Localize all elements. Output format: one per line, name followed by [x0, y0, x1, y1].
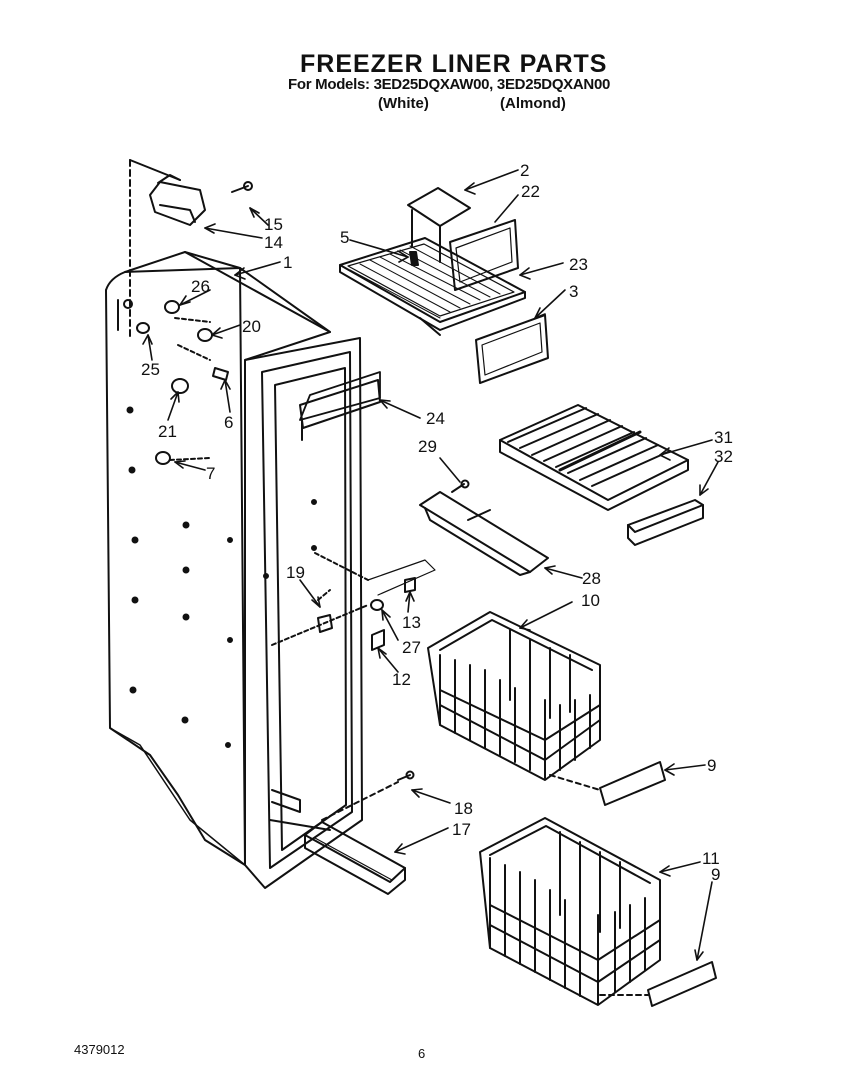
callout-2: 2 [520, 161, 529, 180]
models-line: For Models: 3ED25DQXAW00, 3ED25DQXAN00 [288, 76, 611, 93]
callout-6: 6 [224, 413, 233, 432]
callout-29: 29 [418, 437, 437, 456]
small-parts-cluster [123, 299, 229, 465]
basket-part-10 [427, 611, 601, 781]
callout-32: 32 [714, 447, 733, 466]
basket-part-11 [479, 817, 661, 1006]
callout-7: 7 [206, 464, 215, 483]
trim-part-32 [627, 499, 704, 546]
callout-26: 26 [191, 277, 210, 296]
callout-31: 31 [714, 428, 733, 447]
small-parts-lower [271, 552, 436, 651]
callout-25: 25 [141, 360, 160, 379]
wire-shelf-part-31 [499, 404, 689, 511]
callout-9-lower: 9 [711, 865, 720, 884]
screw-part-15 [231, 181, 253, 193]
callout-14: 14 [264, 233, 283, 252]
handle-part-14 [149, 174, 206, 226]
bracket-part-28 [419, 491, 549, 576]
screw-part-18 [321, 770, 415, 821]
callout-21: 21 [158, 422, 177, 441]
document-number: 4379012 [74, 1042, 125, 1057]
variant-almond-label: (Almond) [500, 95, 566, 112]
diagram-header: FREEZER LINER PARTS For Models: 3ED25DQX… [0, 0, 864, 120]
callout-1: 1 [283, 253, 292, 272]
callout-9-upper: 9 [707, 756, 716, 775]
trim-part-9-lower [599, 961, 717, 1007]
callout-22: 22 [521, 182, 540, 201]
callout-28: 28 [582, 569, 601, 588]
callout-18: 18 [454, 799, 473, 818]
callout-19: 19 [286, 563, 305, 582]
upper-shelf-assembly [339, 187, 549, 384]
freezer-liner-part [105, 159, 381, 889]
callout-11: 11 [702, 849, 720, 868]
callout-24: 24 [426, 409, 445, 428]
variant-white-label: (White) [378, 95, 429, 112]
leader-lines [142, 169, 719, 961]
callout-15: 15 [264, 215, 283, 234]
callout-27: 27 [402, 638, 421, 657]
callout-3: 3 [569, 282, 578, 301]
callout-10: 10 [581, 591, 600, 610]
callout-numbers: 1 2 3 5 6 7 9 9 10 11 12 13 14 15 17 18 … [141, 161, 733, 884]
page-title: FREEZER LINER PARTS [300, 50, 608, 78]
trim-part-17 [304, 821, 406, 895]
screw-part-29 [451, 479, 470, 493]
callout-12: 12 [392, 670, 411, 689]
page-number: 6 [418, 1046, 426, 1061]
trim-part-9-upper [549, 761, 666, 806]
callout-13: 13 [402, 613, 421, 632]
callout-23: 23 [569, 255, 588, 274]
callout-20: 20 [242, 317, 261, 336]
callout-5: 5 [340, 228, 349, 247]
callout-17: 17 [452, 820, 471, 839]
trim-part-24 [299, 379, 381, 429]
